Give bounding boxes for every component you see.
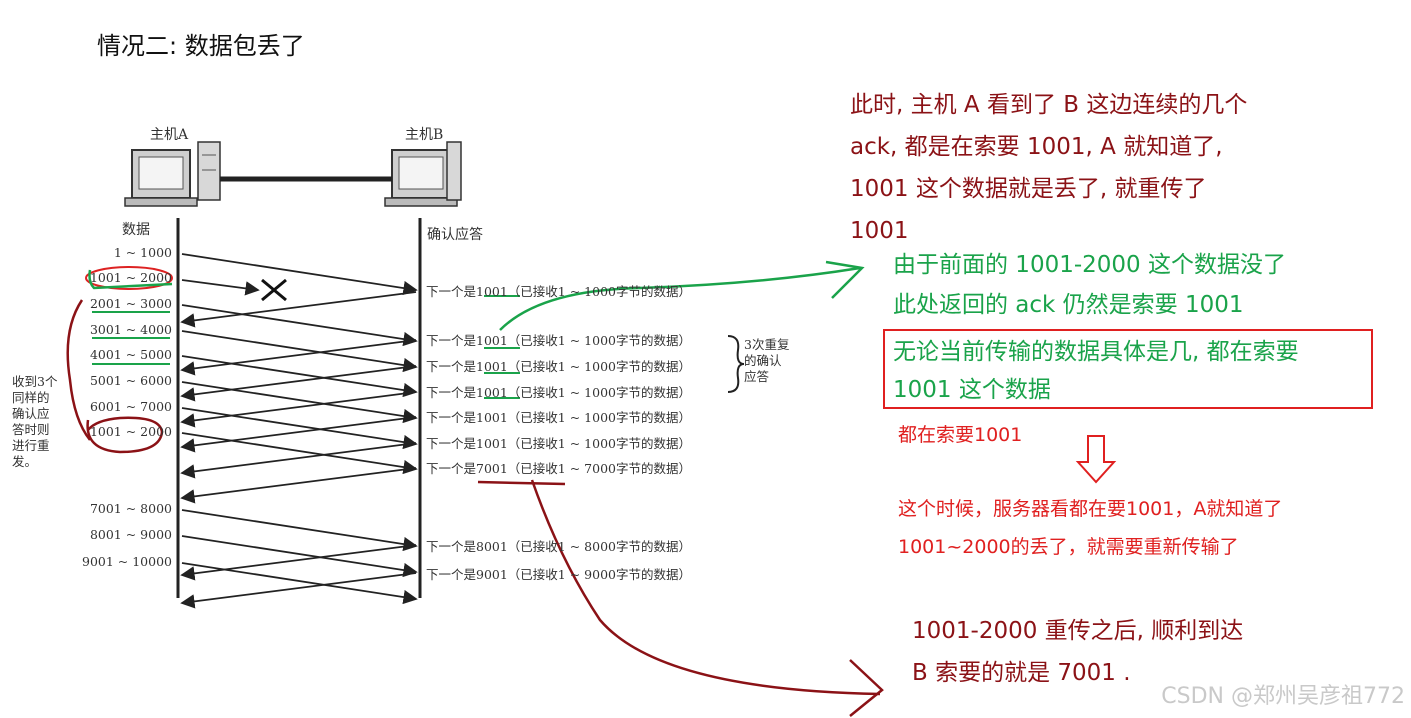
note-line: 1001 xyxy=(850,218,909,244)
ack-label: 下一个是1001（已接收1 ~ 1000字节的数据） xyxy=(426,284,691,299)
dup-note-line: 的确认 xyxy=(744,353,782,368)
message-arrow xyxy=(181,509,418,552)
send-seq-label: 1001 ~ 2000 xyxy=(89,270,172,285)
lost-packet-x-icon xyxy=(261,278,287,302)
message-arrow xyxy=(180,416,417,453)
send-seq-label: 4001 ~ 5000 xyxy=(89,347,172,362)
note-line: B 索要的就是 7001 . xyxy=(912,660,1131,686)
note-line: 1001~2000的丢了，就需要重新传输了 xyxy=(898,536,1239,558)
ack-label: 下一个是1001（已接收1 ~ 1000字节的数据） xyxy=(426,436,691,451)
message-arrow xyxy=(181,381,418,424)
message-arrows xyxy=(180,253,418,609)
message-arrow xyxy=(180,467,417,504)
send-seq-label: 8001 ~ 9000 xyxy=(89,527,172,542)
note-lost-data: 由于前面的 1001-2000 这个数据没了 此处返回的 ack 仍然是索要 1… xyxy=(893,245,1286,325)
ack-label: 下一个是9001（已接收1 ~ 9000字节的数据） xyxy=(426,567,691,582)
note-line: 此处返回的 ack 仍然是索要 1001 xyxy=(893,292,1244,318)
send-seq-label: 1001 ~ 2000 xyxy=(89,424,172,439)
ack-column-label: 确认应答 xyxy=(427,227,483,243)
message-arrow xyxy=(180,391,417,428)
host-a-label: 主机A xyxy=(150,127,189,143)
message-arrow xyxy=(181,304,418,347)
note-line: 此时, 主机 A 看到了 B 这边连续的几个 xyxy=(850,92,1248,118)
box-caption: 都在索要1001 xyxy=(898,424,1023,446)
left-note-line: 答时则 xyxy=(12,422,50,437)
note-server-knows: 这个时候，服务器看都在要1001，A就知道了 1001~2000的丢了，就需要重… xyxy=(898,490,1282,566)
ack-label: 下一个是1001（已接收1 ~ 1000字节的数据） xyxy=(426,333,691,348)
send-seq-label: 9001 ~ 10000 xyxy=(82,554,172,569)
note-dup-ack-explain: 此时, 主机 A 看到了 B 这边连续的几个 ack, 都是在索要 1001, … xyxy=(850,84,1247,252)
message-arrow xyxy=(180,544,417,581)
message-arrow xyxy=(181,355,418,398)
send-seq-label: 3001 ~ 4000 xyxy=(89,322,172,337)
left-note-line: 确认应 xyxy=(12,406,50,421)
watermark: CSDN @郑州吴彦祖772 xyxy=(1161,684,1405,709)
ack-label: 下一个是1001（已接收1 ~ 1000字节的数据） xyxy=(426,359,691,374)
page-title: 情况二: 数据包丢了 xyxy=(97,32,305,60)
ack-label: 下一个是1001（已接收1 ~ 1000字节的数据） xyxy=(426,385,691,400)
message-arrow xyxy=(181,253,418,296)
message-arrow xyxy=(180,572,417,609)
left-note-line: 收到3个 xyxy=(12,374,58,389)
message-arrow xyxy=(180,339,417,376)
left-note-line: 同样的 xyxy=(12,390,50,405)
ack-label: 下一个是7001（已接收1 ~ 7000字节的数据） xyxy=(426,461,691,476)
message-arrow xyxy=(181,535,418,578)
message-arrow xyxy=(181,330,418,373)
note-line: 1001 这个数据就是丢了, 就重传了 xyxy=(850,176,1207,202)
computer-b-icon xyxy=(384,141,462,207)
message-arrow xyxy=(181,407,418,450)
message-arrow xyxy=(180,365,417,402)
left-note: 收到3个 同样的 确认应 答时则 进行重 发。 xyxy=(12,374,72,470)
note-line: 1001-2000 重传之后, 顺利到达 xyxy=(912,618,1244,644)
note-boxed: 无论当前传输的数据具体是几, 都在索要 1001 这个数据 xyxy=(893,333,1299,409)
note-line: ack, 都是在索要 1001, A 就知道了, xyxy=(850,134,1223,160)
send-seq-label: 5001 ~ 6000 xyxy=(89,373,172,388)
dup-note-line: 应答 xyxy=(744,369,770,384)
dup-note-line: 3次重复 xyxy=(744,337,790,352)
left-note-line: 发。 xyxy=(12,454,38,469)
message-arrow xyxy=(180,291,417,328)
highlight-box xyxy=(883,329,1373,409)
send-seq-label: 2001 ~ 3000 xyxy=(89,296,172,311)
message-arrow xyxy=(181,432,418,475)
computer-a-icon xyxy=(124,141,221,207)
note-line: 无论当前传输的数据具体是几, 都在索要 xyxy=(893,339,1299,365)
handwritten-marks xyxy=(66,260,1373,717)
ack-label: 下一个是8001（已接收1 ~ 8000字节的数据） xyxy=(426,539,691,554)
note-line: 由于前面的 1001-2000 这个数据没了 xyxy=(893,252,1286,278)
host-b-label: 主机B xyxy=(405,127,444,143)
message-arrow xyxy=(181,562,418,605)
left-note-line: 进行重 xyxy=(12,438,50,453)
note-line: 这个时候，服务器看都在要1001，A就知道了 xyxy=(898,498,1283,520)
dup-ack-brace xyxy=(727,335,745,393)
note-retransmit: 1001-2000 重传之后, 顺利到达 B 索要的就是 7001 . xyxy=(912,610,1243,694)
message-arrow xyxy=(180,442,417,479)
note-line: 1001 这个数据 xyxy=(893,377,1051,403)
send-seq-label: 6001 ~ 7000 xyxy=(89,399,172,414)
message-arrow xyxy=(181,279,260,296)
data-column-label: 数据 xyxy=(122,222,150,238)
send-seq-label: 7001 ~ 8000 xyxy=(89,501,172,516)
dup-ack-note: 3次重复 的确认 应答 xyxy=(744,337,789,385)
ack-label: 下一个是1001（已接收1 ~ 1000字节的数据） xyxy=(426,410,691,425)
send-seq-label: 1 ~ 1000 xyxy=(113,245,172,260)
